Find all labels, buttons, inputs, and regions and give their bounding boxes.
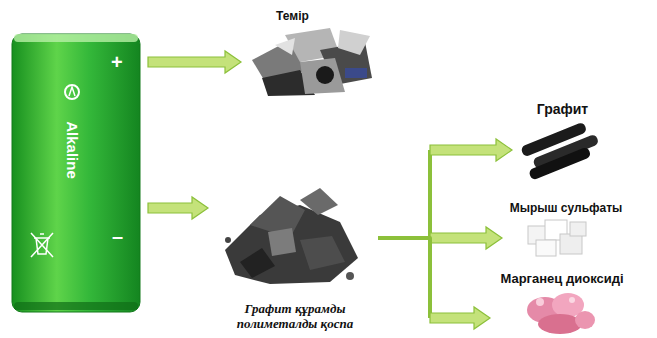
substance-name: Графит: [537, 101, 588, 118]
block-arrow: [148, 197, 208, 219]
plus-sign: +: [111, 52, 123, 72]
block-arrow: [430, 227, 502, 249]
manganese-picture: Марганец диоксиді: [493, 268, 631, 336]
zinc-sulfate-picture: Мырыш сульфаты: [505, 198, 627, 262]
minus-sign: –: [112, 226, 123, 246]
zinc-sulfate-figure: [528, 220, 586, 256]
bracket-line: [378, 150, 430, 238]
iron-picture: Темір: [245, 6, 380, 100]
block-arrow: [430, 139, 512, 161]
mixture-figure: [225, 188, 358, 284]
mixture-picture: Графит құрамды полиметалды қоспа: [212, 182, 378, 335]
block-arrow: [430, 307, 490, 329]
graphite-picture: Графит: [515, 98, 610, 178]
flow-arrow: [148, 197, 208, 219]
flow-arrow: [148, 51, 241, 73]
battery-figure: [12, 34, 140, 312]
substance-name: Мырыш сульфаты: [510, 201, 623, 215]
bin-symbol: [31, 233, 53, 257]
substance-name: Марганец диоксиді: [500, 271, 623, 287]
brand-text: Alkaline: [63, 121, 81, 179]
iron-scrap-figure: [252, 28, 372, 96]
manganese-figure: [527, 293, 595, 334]
bracket-line: [378, 238, 430, 318]
graphite-rods-figure: [520, 122, 599, 181]
battery-box: Alkaline: [10, 30, 142, 315]
flow-arrow: [378, 238, 490, 329]
substance-name: Темір: [276, 9, 309, 23]
block-arrow: [148, 51, 241, 73]
substance-name: Графит құрамды полиметалды қоспа: [212, 301, 378, 332]
flow-arrow: [378, 139, 512, 238]
